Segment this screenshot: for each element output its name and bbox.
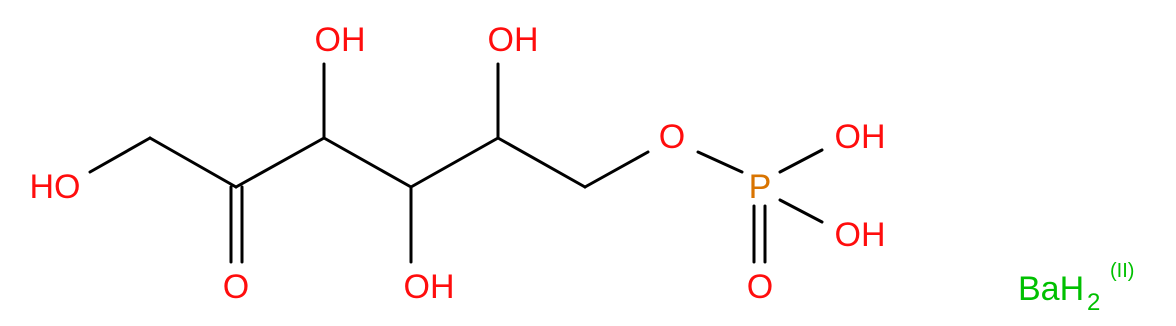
atom-o-ketone: O [223,268,249,306]
bond-c2-c3 [234,136,326,189]
counterion-charge: (II) [1110,260,1134,282]
bond-c3-c4 [322,136,413,189]
bond-o1-c1 [88,136,152,174]
bond-p-oh-top [778,148,824,174]
atom-labels: HO O OH OH OH O P OH OH O [30,21,886,306]
bond-o-ester-p [696,150,744,174]
bond-c5-c6 [496,136,587,189]
atom-oh-p-bottom: OH [835,216,886,254]
counterion-element: BaH [1018,270,1084,308]
atom-ho-left: HO [30,168,81,206]
atom-oh-p-top: OH [835,118,886,156]
bond-c1-c2 [148,136,238,189]
atom-o-p-double: O [747,268,773,306]
bond-c4-c5 [409,136,500,189]
atom-o-ester: O [659,118,685,156]
atom-oh-c4: OH [404,268,455,306]
atom-p: P [749,168,772,206]
counterion-subscript: 2 [1087,289,1100,316]
atom-oh-c3: OH [315,21,366,59]
bond-p-oh-bottom [778,198,824,224]
counterion: BaH 2 (II) [1018,260,1134,316]
atom-oh-c5: OH [488,21,539,59]
bond-c6-o-ester [583,150,650,189]
bonds [88,62,824,264]
